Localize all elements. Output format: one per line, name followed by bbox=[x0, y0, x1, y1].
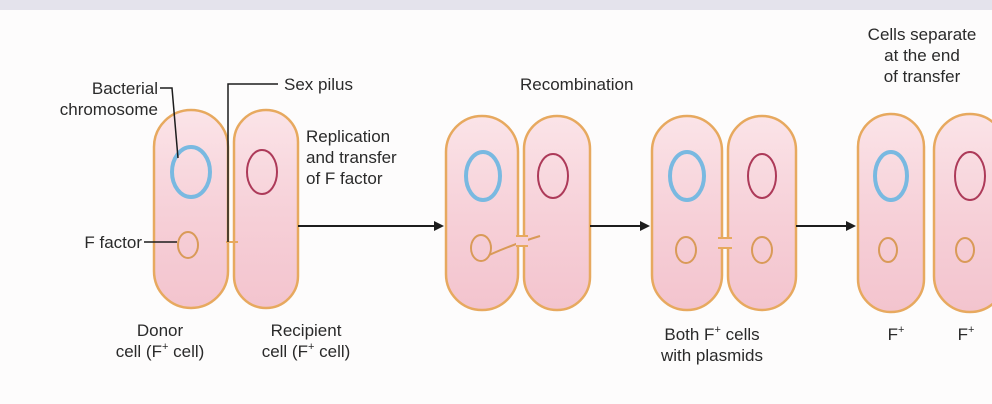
donor-cell-label: Donor cell (F+ cell) bbox=[116, 320, 205, 362]
sex-pilus-label: Sex pilus bbox=[284, 75, 353, 94]
donor-chromosome bbox=[170, 145, 212, 199]
stage-3-pair bbox=[650, 114, 798, 312]
stage3-right-chromosome bbox=[747, 153, 777, 199]
stage2-transfer-strand bbox=[488, 235, 541, 256]
stage3-left-chromosome bbox=[668, 150, 706, 202]
label-line: of transfer bbox=[883, 67, 961, 86]
sex-pilus-leader-line bbox=[227, 83, 278, 242]
stage2-left-cell bbox=[444, 114, 520, 312]
label-line: of F factor bbox=[306, 169, 383, 188]
label-line: at the end bbox=[884, 46, 960, 65]
stage3-left-plasmid bbox=[675, 236, 697, 264]
label-line: Both F+ cells bbox=[664, 324, 760, 345]
stage2-right-cell bbox=[522, 114, 592, 312]
final-right-chromosome bbox=[954, 151, 986, 201]
label-line: Recipient bbox=[270, 321, 342, 340]
label-line: Bacterial bbox=[91, 79, 158, 98]
recipient-cell-label: Recipient cell (F+ cell) bbox=[262, 320, 351, 362]
stage-4-cells bbox=[856, 112, 992, 314]
final-left-cell bbox=[856, 112, 926, 314]
stage-2-pair bbox=[444, 114, 592, 312]
final-left-chromosome bbox=[873, 150, 909, 202]
final-right-plasmid bbox=[955, 237, 975, 263]
both-f-plus-label: Both F+ cells with plasmids bbox=[661, 324, 763, 366]
label-line: cell (F+ cell) bbox=[261, 341, 351, 362]
label-line: Donor bbox=[136, 321, 184, 340]
donor-cell bbox=[152, 108, 230, 310]
replication-label: Replication and transfer of F factor bbox=[306, 126, 397, 189]
diagram-canvas: Bacterial chromosome Sex pilus F factor … bbox=[0, 10, 992, 404]
stage2-right-chromosome bbox=[537, 153, 569, 199]
stage3-left-cell bbox=[650, 114, 724, 312]
label-line: and transfer bbox=[306, 148, 397, 167]
recombination-label: Recombination bbox=[520, 75, 634, 94]
stage3-right-plasmid bbox=[751, 236, 773, 264]
stage2-f-factor bbox=[470, 234, 492, 262]
stage-1-pair bbox=[152, 108, 300, 310]
final-left-plasmid bbox=[878, 237, 898, 263]
chromosome-leader-line bbox=[160, 87, 179, 159]
recipient-chromosome bbox=[246, 149, 278, 195]
f-factor-label: F factor bbox=[84, 233, 142, 252]
final-right-label: F+ bbox=[957, 324, 975, 345]
label-line: Replication bbox=[306, 127, 391, 146]
label-line: with plasmids bbox=[660, 346, 764, 365]
bacterial-chromosome-label: Bacterial chromosome bbox=[40, 78, 158, 120]
cells-separate-label: Cells separate at the end of transfer bbox=[868, 24, 977, 87]
final-left-label: F+ bbox=[887, 324, 905, 345]
stage2-left-chromosome bbox=[464, 150, 502, 202]
recipient-cell bbox=[232, 108, 300, 310]
label-line: cell (F+ cell) bbox=[115, 341, 205, 362]
label-line: chromosome bbox=[59, 100, 158, 119]
final-right-cell bbox=[932, 112, 992, 314]
donor-f-factor bbox=[177, 231, 199, 259]
stage3-right-cell bbox=[726, 114, 798, 312]
conjugation-diagram bbox=[144, 83, 992, 314]
label-line: Cells separate bbox=[867, 25, 977, 44]
